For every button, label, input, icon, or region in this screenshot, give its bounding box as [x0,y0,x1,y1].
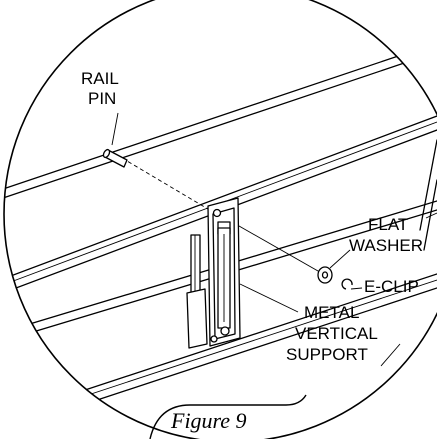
pin-alignment-line [121,157,214,213]
label-pin: PIN [88,89,116,108]
label-rail: RAIL [81,69,119,88]
detail-circle [3,0,437,439]
label-support: SUPPORT [286,345,368,364]
rail-pin [102,148,128,168]
flat-washer [317,266,333,284]
caption-arc [149,394,307,439]
metal-vertical-support [186,197,241,349]
label-washer: WASHER [349,236,423,255]
detail-view [4,42,437,433]
leader-lines [111,112,437,367]
label-e-clip: E-CLIP [364,277,419,296]
figure-caption: Figure 9 [170,408,247,433]
side-frame [419,139,437,251]
label-vertical: VERTICAL [295,324,378,343]
label-flat: FLAT [368,215,408,234]
label-metal: METAL [304,303,359,322]
e-clip [341,278,353,290]
